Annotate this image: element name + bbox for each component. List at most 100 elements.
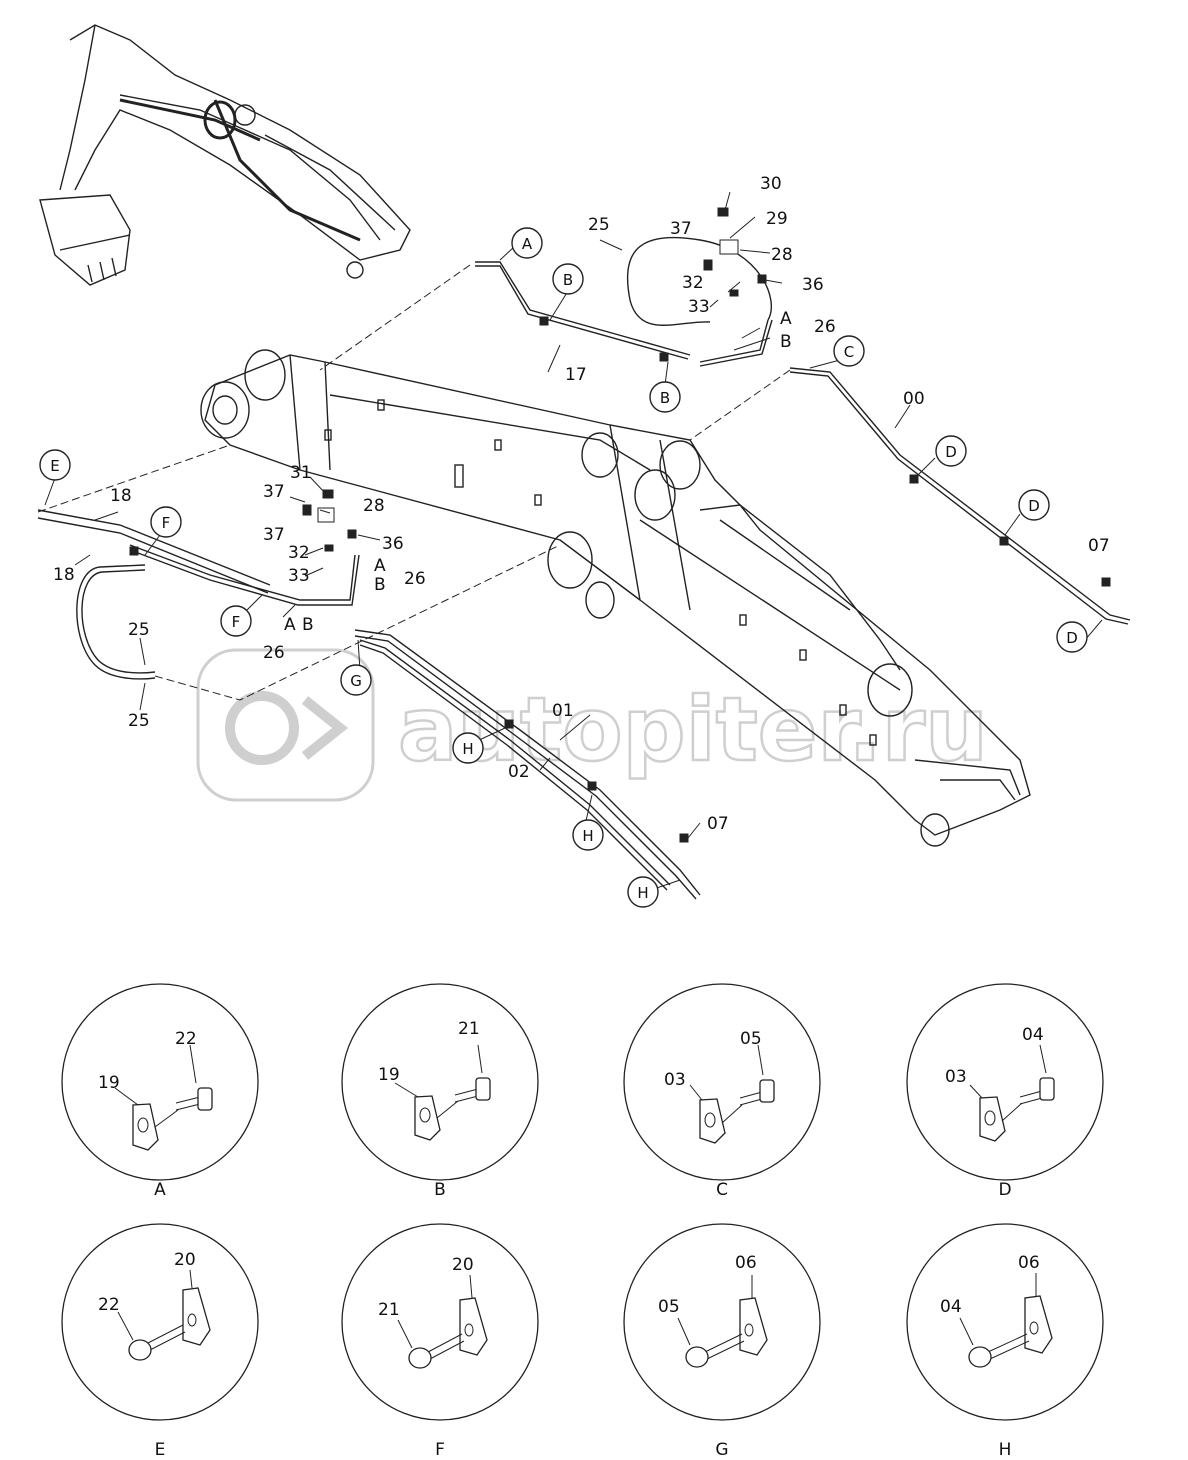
detail-label: 04 bbox=[940, 1297, 962, 1317]
callout-letter: C bbox=[844, 343, 854, 361]
callout-letter: D bbox=[1028, 497, 1040, 515]
detail-label: 21 bbox=[378, 1300, 400, 1320]
detail-label: 06 bbox=[1018, 1253, 1040, 1273]
callout-circle: H bbox=[627, 876, 659, 908]
callout-circle: A bbox=[511, 227, 543, 259]
callout-circle: G bbox=[340, 664, 372, 696]
callout-circle: B bbox=[552, 263, 584, 295]
detail-g: 06 05 G bbox=[623, 1223, 821, 1460]
part-label: 31 bbox=[290, 463, 312, 483]
callout-letter: D bbox=[945, 443, 957, 461]
part-label: 07 bbox=[1088, 536, 1110, 556]
part-label: B bbox=[780, 332, 792, 352]
watermark-logo-arrow bbox=[301, 696, 349, 760]
callout-circle: F bbox=[220, 605, 252, 637]
detail-letter: B bbox=[434, 1180, 446, 1200]
callout-letter: H bbox=[637, 884, 648, 902]
detail-letter: D bbox=[998, 1180, 1011, 1200]
detail-label: 22 bbox=[175, 1029, 197, 1049]
callout-letter: H bbox=[582, 827, 593, 845]
part-label: 36 bbox=[802, 275, 824, 295]
detail-label: 19 bbox=[98, 1073, 120, 1093]
detail-letter: E bbox=[155, 1440, 166, 1460]
detail-h: 06 04 H bbox=[906, 1223, 1104, 1460]
callout-letter: F bbox=[162, 514, 171, 532]
detail-d: 04 03 D bbox=[906, 983, 1104, 1200]
callout-circle: H bbox=[452, 732, 484, 764]
detail-label: 21 bbox=[458, 1019, 480, 1039]
detail-letter: F bbox=[435, 1440, 445, 1460]
detail-label: 20 bbox=[452, 1255, 474, 1275]
part-label: 18 bbox=[53, 565, 75, 585]
part-label: 26 bbox=[263, 643, 285, 663]
callout-letter: B bbox=[563, 271, 573, 289]
part-label: 28 bbox=[363, 496, 385, 516]
detail-a: 22 19 A bbox=[61, 983, 259, 1200]
callout-letter: F bbox=[232, 613, 241, 631]
watermark-logo-a bbox=[225, 691, 299, 765]
detail-c: 05 03 C bbox=[623, 983, 821, 1200]
detail-letter: G bbox=[715, 1440, 728, 1460]
part-label: A bbox=[780, 309, 792, 329]
hydraulic-lines bbox=[37, 236, 1131, 900]
part-label: A bbox=[374, 556, 386, 576]
detail-label: 04 bbox=[1022, 1025, 1044, 1045]
detail-label: 20 bbox=[174, 1250, 196, 1270]
callout-circle: B bbox=[649, 381, 681, 413]
callout-letter: D bbox=[1066, 629, 1078, 647]
callouts: A B B C D D D E F F G H H H bbox=[39, 227, 1088, 908]
part-label: 28 bbox=[771, 245, 793, 265]
part-labels: 30 29 25 37 28 32 36 33 A 26 B 17 00 07 … bbox=[53, 174, 1110, 834]
part-label: 25 bbox=[128, 711, 150, 731]
detail-e: 20 22 E bbox=[61, 1223, 259, 1460]
watermark-logo-box bbox=[196, 648, 375, 802]
part-label: 17 bbox=[565, 365, 587, 385]
part-label: 18 bbox=[110, 486, 132, 506]
leader-lines bbox=[37, 191, 1103, 893]
detail-b: 21 19 B bbox=[341, 983, 539, 1200]
watermark: autopiter.ru bbox=[196, 648, 989, 802]
callout-circle: D bbox=[1056, 621, 1088, 653]
part-label: 25 bbox=[588, 215, 610, 235]
part-label: 37 bbox=[263, 525, 285, 545]
part-label: 26 bbox=[814, 317, 836, 337]
callout-circle: E bbox=[39, 449, 71, 481]
part-label: 25 bbox=[128, 620, 150, 640]
part-label: 32 bbox=[288, 543, 310, 563]
detail-views: 22 19 A 21 19 B 05 03 C bbox=[61, 983, 1104, 1460]
part-label: 37 bbox=[263, 482, 285, 502]
hardware-details bbox=[129, 207, 1111, 843]
detail-label: 06 bbox=[735, 1253, 757, 1273]
part-label: B bbox=[302, 615, 314, 635]
callout-circle: D bbox=[935, 435, 967, 467]
callout-letter: E bbox=[50, 457, 59, 475]
excavator-inset-drawing bbox=[39, 24, 411, 286]
part-label: 07 bbox=[707, 814, 729, 834]
part-label: 00 bbox=[903, 389, 925, 409]
detail-label: 05 bbox=[740, 1029, 762, 1049]
part-label: 33 bbox=[688, 297, 710, 317]
detail-letter: H bbox=[999, 1440, 1012, 1460]
detail-label: 03 bbox=[945, 1067, 967, 1087]
detail-label: 03 bbox=[664, 1070, 686, 1090]
part-label: 32 bbox=[682, 273, 704, 293]
callout-letter: H bbox=[462, 740, 473, 758]
part-label: 33 bbox=[288, 566, 310, 586]
detail-label: 05 bbox=[658, 1297, 680, 1317]
detail-label: 22 bbox=[98, 1295, 120, 1315]
detail-f: 20 21 F bbox=[341, 1223, 539, 1460]
part-label: 02 bbox=[508, 762, 530, 782]
callout-letter: B bbox=[660, 389, 670, 407]
part-label: 01 bbox=[552, 701, 574, 721]
part-label: A bbox=[284, 615, 296, 635]
callout-letter: A bbox=[522, 235, 533, 253]
part-label: 26 bbox=[404, 569, 426, 589]
part-label: B bbox=[374, 575, 386, 595]
detail-letter: A bbox=[154, 1180, 166, 1200]
part-label: 29 bbox=[766, 209, 788, 229]
callout-circle: D bbox=[1018, 489, 1050, 521]
callout-letter: G bbox=[350, 672, 362, 690]
callout-circle: F bbox=[150, 506, 182, 538]
part-label: 37 bbox=[670, 219, 692, 239]
